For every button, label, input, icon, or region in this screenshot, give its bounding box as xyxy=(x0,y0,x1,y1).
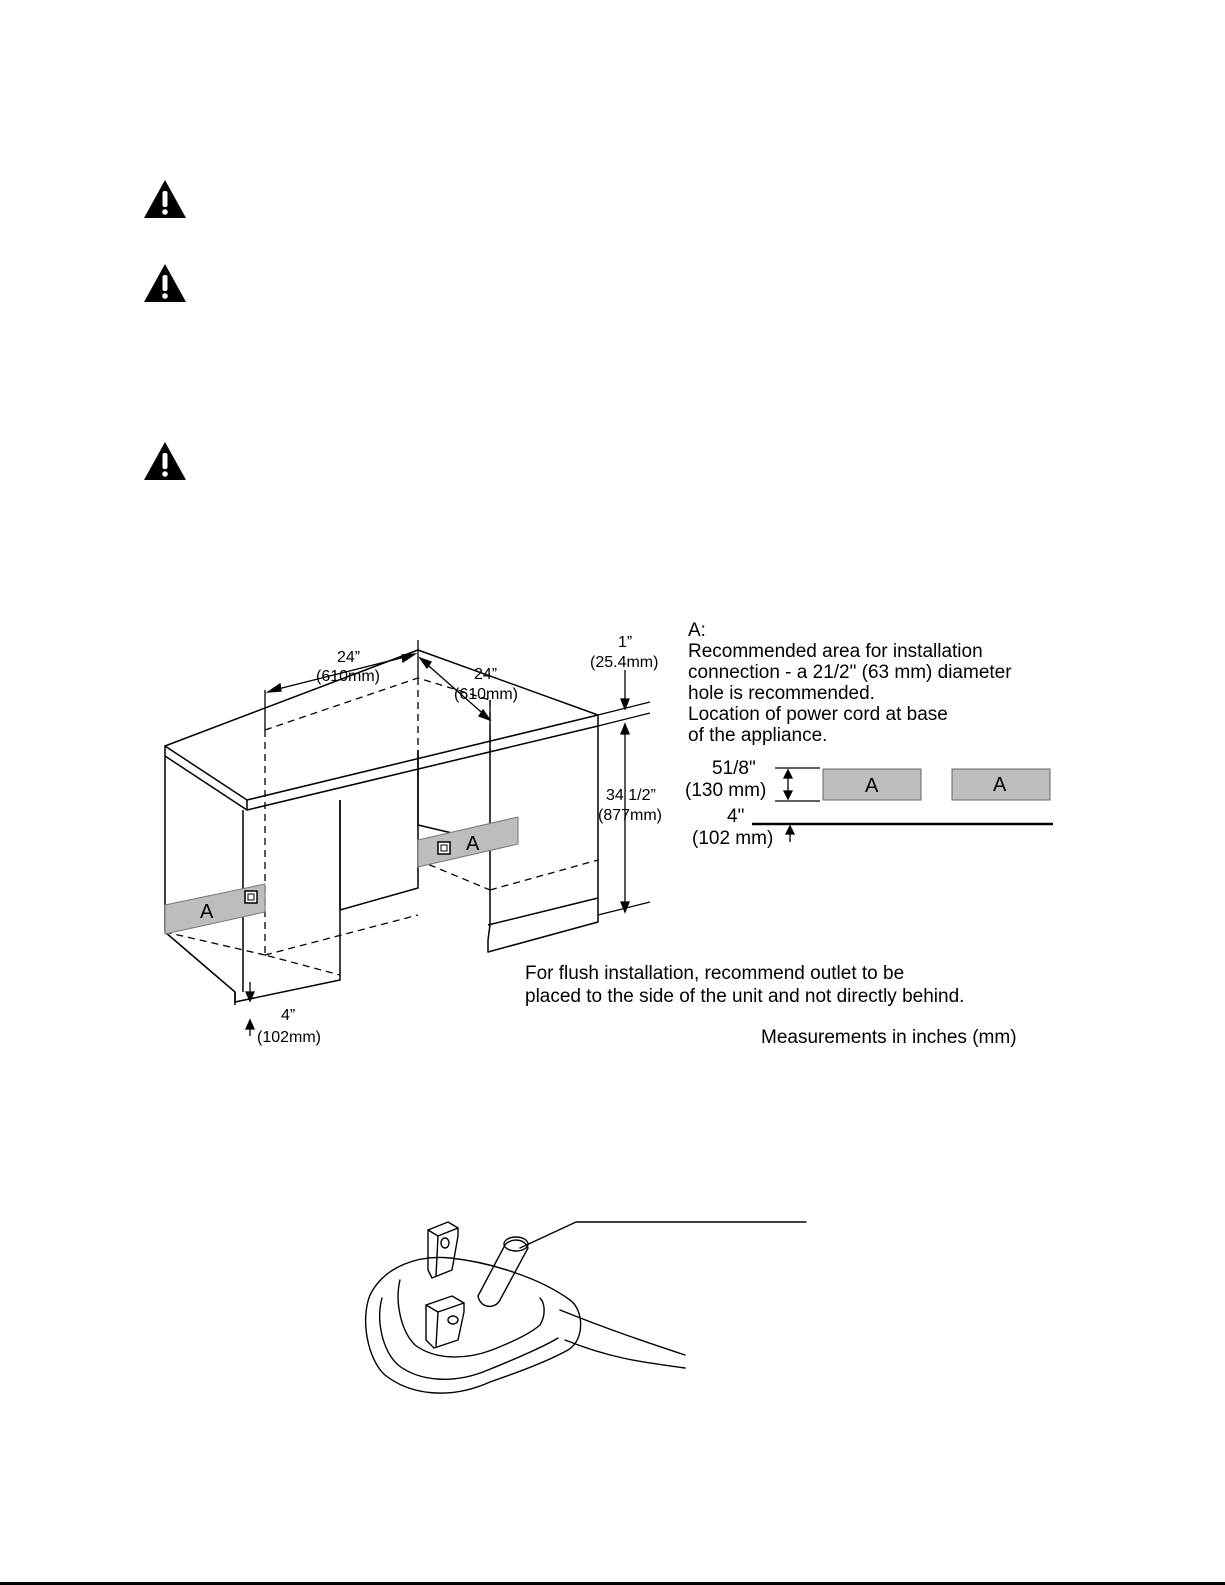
detail-dim-floor-mm: (102 mm) xyxy=(692,828,773,849)
detail-box-a-right-label: A xyxy=(993,774,1007,796)
three-prong-plug-icon xyxy=(364,1221,807,1394)
outlet-icon xyxy=(437,841,451,855)
legend-line: Location of power cord at base xyxy=(688,704,948,725)
warning-triangle-icon xyxy=(144,180,186,218)
flush-note-line: placed to the side of the unit and not d… xyxy=(525,986,964,1007)
page-bottom-rule xyxy=(0,1582,1225,1585)
dim-top-in: 1” xyxy=(618,634,632,651)
warning-triangle-icon xyxy=(144,442,186,480)
detail-box-a-right xyxy=(951,768,1051,801)
flush-note-line: For flush installation, recommend outlet… xyxy=(525,963,904,984)
dim-width-right-mm: (610mm) xyxy=(454,686,518,703)
dim-width-left-mm: (610mm) xyxy=(316,668,380,685)
dim-bottom-mm: (102mm) xyxy=(257,1029,321,1046)
detail-dim-floor-in: 4" xyxy=(727,806,744,827)
area-a-label-right: A xyxy=(466,833,480,855)
detail-dim-band-mm: (130 mm) xyxy=(685,780,766,801)
area-a-label-left: A xyxy=(200,901,214,923)
dim-bottom-in: 4” xyxy=(281,1007,295,1024)
dim-width-right-in: 24” xyxy=(474,666,497,683)
legend-title: A: xyxy=(688,620,706,641)
legend-line: connection - a 21/2" (63 mm) diameter xyxy=(688,662,1012,683)
installation-dimension-diagram: A A 24” (610mm) 24” (610mm) 1” (25.4mm) xyxy=(164,620,1053,1048)
outlet-icon xyxy=(244,890,258,904)
dim-top-mm: (25.4mm) xyxy=(590,654,658,671)
warning-triangle-icon xyxy=(144,264,186,302)
legend-line: of the appliance. xyxy=(688,725,827,746)
dim-height-mm: (877mm) xyxy=(598,807,662,824)
legend-line: Recommended area for installation xyxy=(688,641,983,662)
area-a-band-left xyxy=(164,883,266,935)
detail-box-a-left-label: A xyxy=(865,775,879,797)
legend-line: hole is recommended. xyxy=(688,683,875,704)
detail-box-a-left xyxy=(822,768,922,801)
detail-dim-band-in: 51/8" xyxy=(712,758,756,779)
dim-height-in: 34 1/2” xyxy=(606,787,656,804)
dim-width-left-in: 24” xyxy=(337,649,360,666)
units-note: Measurements in inches (mm) xyxy=(761,1027,1017,1048)
